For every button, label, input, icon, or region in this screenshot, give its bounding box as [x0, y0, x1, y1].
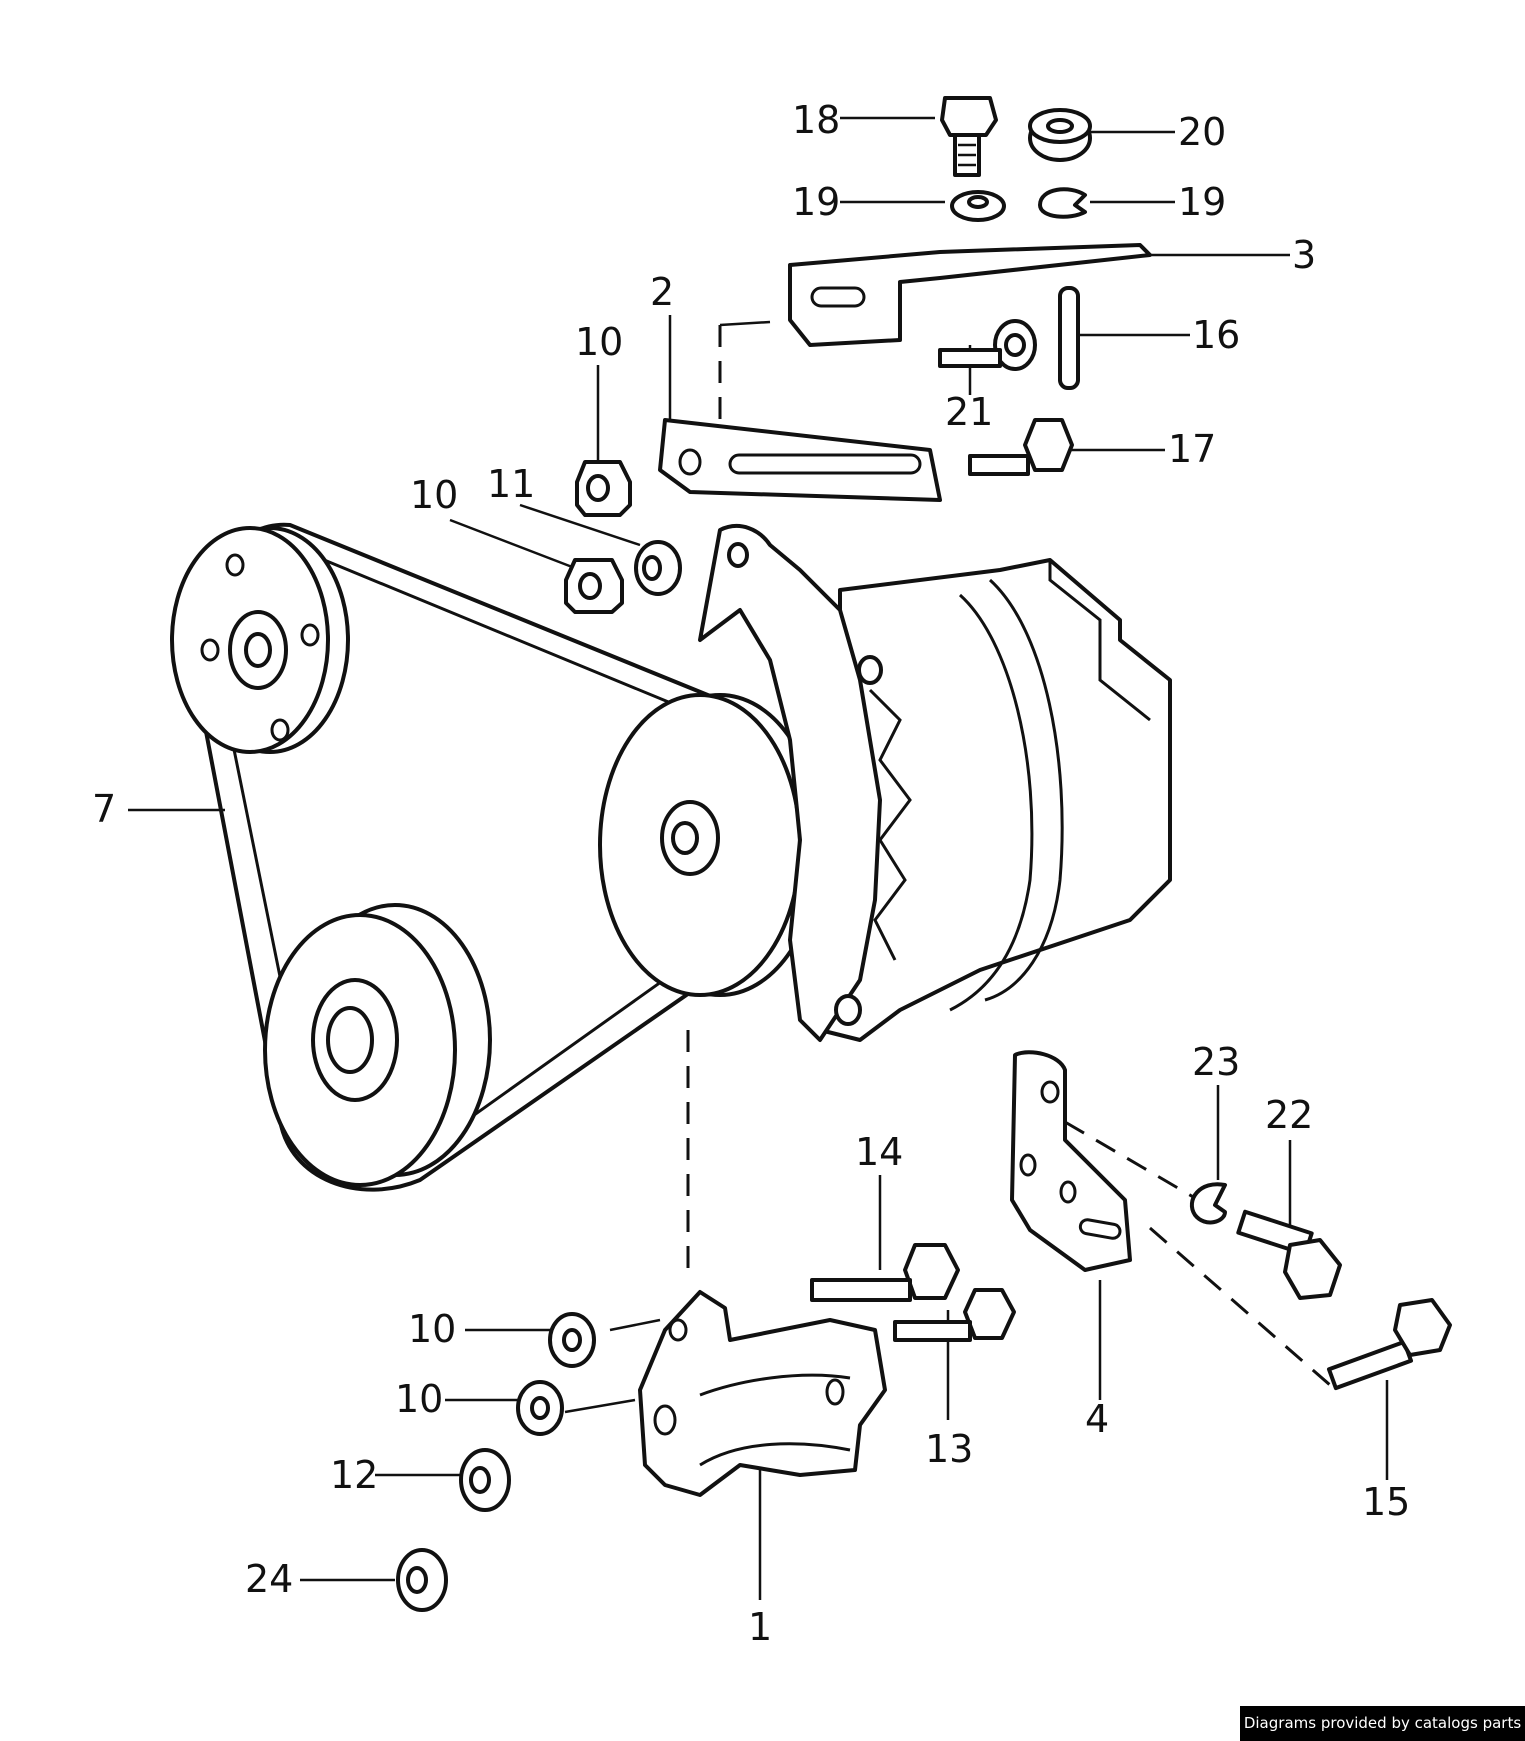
bolt-18: [940, 96, 998, 177]
bolt-14: [810, 1243, 960, 1302]
callout-4: 4: [1085, 1397, 1109, 1441]
washer-19-right: [1038, 187, 1087, 219]
idler-pulley: [263, 903, 492, 1187]
bolt-17: [968, 418, 1074, 476]
bracket-3: [788, 243, 1152, 347]
belt-drive: [170, 522, 822, 1192]
bracket-4: [1010, 1050, 1132, 1272]
bolt-13: [893, 1288, 1016, 1342]
callout-labels: 18 20 19 19 3 2 16 10 21 17 10 11 7 23 2…: [92, 98, 1410, 1649]
mount-1: [638, 1290, 887, 1497]
alternator-pulley: [598, 693, 822, 997]
callout-24: 24: [245, 1557, 293, 1601]
callout-17: 17: [1168, 427, 1216, 471]
callout-13: 13: [925, 1427, 973, 1471]
adjusting-strap-2: [658, 418, 942, 502]
callout-16: 16: [1192, 313, 1240, 357]
callout-22: 22: [1265, 1093, 1313, 1137]
callout-18: 18: [792, 98, 840, 142]
callout-7: 7: [92, 787, 116, 831]
callout-2: 2: [650, 270, 674, 314]
crank-pulley: [170, 526, 350, 754]
nut-12: [459, 1448, 511, 1512]
bolt-15: [1326, 1298, 1452, 1391]
brackets: [638, 243, 1331, 1497]
callout-23: 23: [1192, 1040, 1240, 1084]
nut-10-a: [575, 460, 632, 517]
bolt-21: [938, 319, 1037, 371]
washer-23: [1189, 1182, 1227, 1225]
callout-3: 3: [1292, 233, 1316, 277]
callout-10-top: 10: [575, 320, 623, 364]
callout-10-left: 10: [410, 473, 458, 517]
callout-11: 11: [487, 462, 535, 506]
callout-14: 14: [855, 1130, 903, 1174]
leader-lines: [128, 116, 1389, 1600]
credit-badge: Diagrams provided by catalogs parts: [1240, 1706, 1525, 1741]
nut-20: [1028, 108, 1092, 162]
nut-24: [396, 1548, 448, 1612]
callout-19-right: 19: [1178, 180, 1226, 224]
callout-19-left: 19: [792, 180, 840, 224]
callout-1: 1: [748, 1605, 772, 1649]
stud-16: [1058, 286, 1080, 390]
nut-10-c: [548, 1312, 596, 1368]
nut-10-d: [516, 1380, 564, 1436]
callout-15: 15: [1362, 1480, 1410, 1524]
nut-10-b: [564, 558, 624, 614]
callout-21: 21: [945, 390, 993, 434]
bolt-22: [1236, 1209, 1342, 1300]
alternator: [698, 524, 1172, 1042]
callout-10-c: 10: [408, 1307, 456, 1351]
callout-12: 12: [330, 1453, 378, 1497]
hardware: [396, 96, 1452, 1612]
washer-11: [634, 540, 682, 596]
callout-20: 20: [1178, 110, 1226, 154]
callout-10-d: 10: [395, 1377, 443, 1421]
